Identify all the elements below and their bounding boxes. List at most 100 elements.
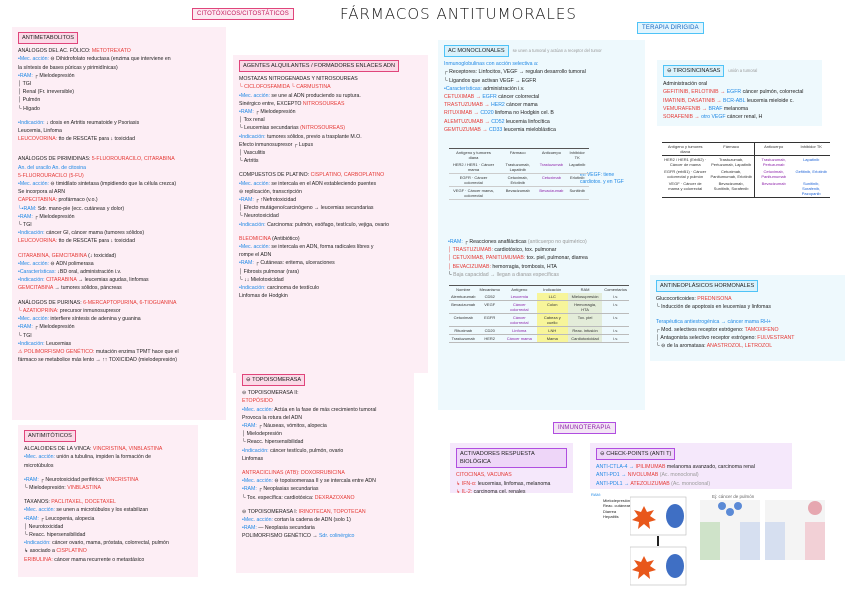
table-cell: Cetuximab xyxy=(449,313,478,327)
table-cell: Lapatinib xyxy=(803,157,820,162)
note-text: melanoma xyxy=(722,105,749,112)
note-text: CITOCINAS, VACUNAS xyxy=(456,472,512,479)
note-text: cáncer colorrectal xyxy=(496,94,540,101)
note-line: │ TRASTUZUMAB: cardiotóxico, tox. pulmon… xyxy=(448,246,636,254)
note-text: │ TGI xyxy=(18,81,32,88)
table-cell: i.v. xyxy=(602,326,629,335)
note-text: precursor inmunosupresor xyxy=(59,307,121,314)
note-text: melanoma avanzado, carcinoma renal xyxy=(665,464,755,471)
note-text: (Antibiótico) xyxy=(272,235,300,242)
table-cell: Cáncer mama xyxy=(501,334,537,343)
note-text: •Mec. acción: xyxy=(242,478,275,485)
note-line: CETUXIMAB → EGFR cáncer colorrectal xyxy=(444,93,639,101)
table-cell: Reac. infusión xyxy=(567,326,603,335)
note-line: GEFITINIB, ERLOTINIB → EGFR cáncer pulmó… xyxy=(663,88,816,96)
table-cell: Lapatinib xyxy=(565,161,589,174)
panel-alquilantes: AGENTES ALQUILANTES / FORMADORES ENLACES… xyxy=(233,55,428,373)
note-text: VINCRISTINA, VINBLASTINA xyxy=(92,446,163,453)
panel-monoclonales-ram: •RAM: ┌ Reacciones anafilácticas (anticu… xyxy=(442,233,642,283)
note-text: hemorragia, trombosis, HTA xyxy=(492,263,557,270)
table-cell: Trastuzumab, Pertuzumab xyxy=(761,157,786,167)
note-text: RITUXIMAB → xyxy=(444,110,481,117)
table-cell: Cáncer colorrectal xyxy=(501,313,537,327)
table-cell: i.v. xyxy=(602,334,629,343)
note-text: Sdr. colinérgico xyxy=(318,533,355,540)
note-text: interfiere síntesis de adenina y guanina xyxy=(50,316,141,323)
table-cell: Trastuzumab xyxy=(449,334,478,343)
note-text: └ TGI xyxy=(18,332,32,339)
note-line: └ Neurotoxicidad xyxy=(239,212,422,220)
table-cell: Cetuximab, Panitumumab xyxy=(761,169,786,179)
note-text: │ Efecto mutágeno/carcinógeno → leucemia… xyxy=(239,205,374,212)
note-text: Se incorpora al ARN xyxy=(18,189,65,196)
note-line: └ Reacc. hipersensibilidad xyxy=(24,531,192,539)
note-line: •Mec. acción: se intercala en el ADN est… xyxy=(239,180,422,188)
table-cell: i.v. xyxy=(602,300,629,314)
note-text: •Características: xyxy=(18,269,58,276)
note-line: •RAM: ┌ Neurotoxicidad periférica: VINCR… xyxy=(24,476,192,484)
note-text: — Neoplasia secundaria xyxy=(258,525,315,532)
note-text: carcinoma de testículo xyxy=(267,285,319,292)
table-cell: Cetuximab, Panitumumab, Erlotinib xyxy=(708,168,755,180)
note-text: │ Renal (Fr. irreversible) xyxy=(18,89,74,96)
note-text: ┌ Mielodepresión xyxy=(34,213,75,220)
table-cell: Cardiotoxicidad xyxy=(567,334,603,343)
table-cell: Alemtuzumab xyxy=(449,293,478,301)
note-line: •RAM: ┌ Reacciones anafilácticas (anticu… xyxy=(448,238,636,246)
note-line: •Mec. acción: ⊖ Dihidrofolato reductasa … xyxy=(18,55,220,63)
note-line: RITUXIMAB → CD20 linfoma no Hodgkin cel.… xyxy=(444,109,639,117)
column-header: Nombre xyxy=(456,287,471,292)
note-line: └ Baja capacidad → llegan a dianas espec… xyxy=(448,271,636,279)
note-line: Glucocorticoides: PREDNISONA xyxy=(656,295,839,303)
table-cell: LNH xyxy=(536,326,568,335)
note-line: └ Inducción de apoptosis en leucemias y … xyxy=(656,303,839,311)
note-text: tumores sólidos, previo a trasplante M.O… xyxy=(267,133,362,140)
panel-title: ANTIMETABOLITOS xyxy=(18,32,79,45)
note-line: ANTI-PD1 → NIVOLUMAB (Ac. monoclonal) xyxy=(596,471,786,479)
note-text: •Indicación: xyxy=(242,447,271,454)
note-text: CAPECITABINA: xyxy=(18,197,59,204)
note-line: CITOCINAS, VACUNAS xyxy=(456,471,567,479)
note-text: ┌ Reacciones anafilácticas xyxy=(464,239,528,245)
note-text: Actúa en la fase de más crecimiento tumo… xyxy=(274,406,377,413)
note-text: cáncer pulmón, colorrectal xyxy=(741,89,804,96)
note-line: │ Antagonista selectivo receptor estróge… xyxy=(656,334,839,342)
note-line: •RAM: ┌ Mielodepresión xyxy=(18,213,220,221)
table-cell: Sunitinib, Sorafenib, Pazopanib xyxy=(801,181,821,196)
panel-topoisomerasa: ⊖ TOPOISOMERASA⊖ TOPOISOMERASA II: ETOPÓ… xyxy=(236,369,414,573)
note-text: Sinérgico entre, EXCEPTO xyxy=(239,100,303,107)
table-cell: Bevacizumab xyxy=(537,186,566,200)
note-line: •Indicación: Carcinoma: pulmón, esófago,… xyxy=(239,221,422,229)
note-line: •Mec. acción: se intercala en ADN, forma… xyxy=(239,243,422,251)
note-line: •RAM: ┌ Cutáneas: eritema, ulceraciones xyxy=(239,259,422,267)
note-text: │ Tox renal xyxy=(239,117,265,124)
note-text: ↓BD oral, administración i.v. xyxy=(57,269,122,276)
note-text: •Indicación: xyxy=(18,340,47,347)
note-text: leucemia linfocítica xyxy=(504,118,550,125)
immuno-ram-item: Reac. cutáneas xyxy=(603,503,631,508)
note-text: LEUCOVORINA: xyxy=(18,238,59,245)
note-line: ┌ Receptores: Linfocitos, VEGF → regulan… xyxy=(444,68,639,76)
note-text: (↓ toxicidad) xyxy=(88,252,117,259)
note-line: •Indicación: cáncer GI, cáncer mama (tum… xyxy=(18,229,220,237)
note-line: ETOPÓSIDO xyxy=(242,397,408,405)
note-line: VEMURAFENIB → BRAF melanoma xyxy=(663,105,816,113)
note-text: ANÁLOGOS DE PURINAS: xyxy=(18,299,84,306)
note-text: VINBLASTINA xyxy=(67,485,101,492)
note-text: TRASTUZUMAB → xyxy=(444,102,491,109)
note-text: •Indicación: xyxy=(18,277,47,284)
note-text: CD52 xyxy=(491,118,505,125)
table-cell: VEGF xyxy=(477,300,502,314)
note-line: │ Tox renal xyxy=(239,116,422,124)
note-text: cáncer ovario, mama, próstata, colorrect… xyxy=(52,540,169,547)
note-text: •RAM: xyxy=(18,72,35,79)
column-header: Mecanismo xyxy=(479,287,500,292)
note-line: •Indicación: carcinoma de testículo xyxy=(239,284,422,292)
note-line: └ Artritis xyxy=(239,157,422,165)
